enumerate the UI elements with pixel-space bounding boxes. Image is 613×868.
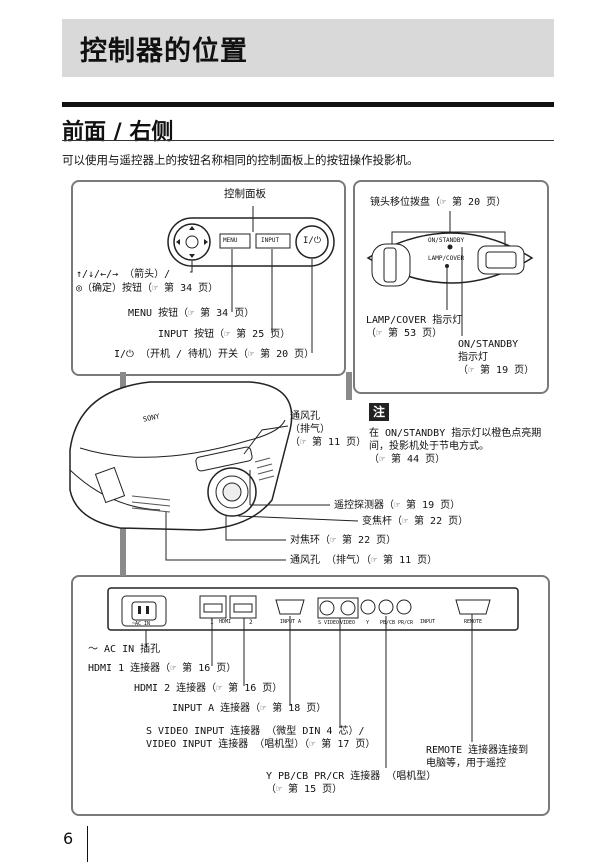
control-panel-drawing	[167, 206, 335, 353]
menu-button-label: MENU 按钮（☞ 第 34 页）	[128, 308, 255, 319]
page-title: 控制器的位置	[80, 36, 248, 67]
title-bar: 控制器的位置	[62, 19, 554, 77]
input-button-label: INPUT 按钮（☞ 第 25 页）	[158, 329, 291, 340]
page-number-rule	[87, 826, 88, 862]
ypbpr-label-2: （☞ 第 15 页）	[266, 784, 343, 795]
svideo-label-2: VIDEO INPUT 连接器 （唱机型）（☞ 第 17 页）	[146, 739, 376, 750]
lamp-indicator-label-1: LAMP/COVER 指示灯	[366, 315, 463, 326]
vent-bottom-label: 通风孔 （排气）（☞ 第 11 页）	[290, 555, 438, 566]
y-marking: Y	[366, 620, 370, 626]
lens-panel-callout	[353, 180, 549, 394]
note-line-3: （☞ 第 44 页）	[369, 454, 446, 465]
lamp-indicator-label-2: （☞ 第 53 页）	[366, 328, 443, 339]
on-indicator-label-1: ON/STANDBY	[458, 339, 519, 350]
page-number: 6	[63, 829, 74, 848]
hdmi2-label: HDMI 2 连接器（☞ 第 16 页）	[134, 683, 283, 694]
vent-top-label-3: （☞ 第 11 页）	[290, 437, 367, 448]
ac-in-marking: ~AC IN	[132, 621, 151, 627]
power-switch-label: I/⏻ （开机 / 待机）开关（☞ 第 20 页）	[114, 349, 315, 360]
vent-top-label-2: （排气）	[290, 424, 330, 435]
input-a-marking: INPUT A	[280, 619, 302, 625]
vent-top-label-1: 通风孔	[290, 411, 320, 422]
remote-sensor-label: 遥控探测器（☞ 第 19 页）	[334, 500, 461, 511]
hdmi2-number: 2	[249, 619, 253, 626]
svideo-marking: S VIDEO	[318, 620, 340, 626]
on-indicator-label-3: （☞ 第 19 页）	[458, 365, 535, 376]
remote-marking: REMOTE	[464, 619, 483, 625]
projector-drawing	[69, 381, 359, 561]
power-key: I/⏻	[303, 236, 321, 246]
arrows-label-1: ↑/↓/←/→ （箭头）/	[76, 269, 171, 280]
lens-shift-dial-label: 镜头移位拨盘（☞ 第 20 页）	[370, 197, 507, 208]
hdmi-marking: HDMI	[219, 619, 232, 625]
pb-marking: PB/CB	[380, 620, 396, 626]
control-panel-header: 控制面板	[224, 188, 266, 200]
arrows-label-2: ◎（确定）按钮（☞ 第 34 页）	[76, 283, 219, 294]
intro-text: 可以使用与遥控器上的按钮名称相同的控制面板上的按钮操作投影机。	[62, 153, 419, 167]
lamp-cover-marking: LAMP/COVER	[428, 255, 465, 262]
input-key: INPUT	[261, 237, 280, 244]
input-a-label: INPUT A 连接器（☞ 第 18 页）	[172, 703, 327, 714]
remote-label-2: 电脑等，用于遥控	[426, 758, 506, 769]
section-underline	[62, 140, 554, 141]
zoom-lever-label: 变焦杆（☞ 第 22 页）	[362, 516, 469, 527]
video-marking: VIDEO	[340, 620, 356, 626]
note-line-2: 间，投影机处于节电方式。	[369, 441, 489, 452]
on-standby-marking: ON/STANDBY	[428, 237, 465, 244]
rear-panel-drawing	[107, 587, 519, 768]
ac-in-label: ～ AC IN 插孔	[88, 644, 161, 655]
note-line-1: 在 ON/STANDBY 指示灯以橙色点亮期	[369, 428, 542, 439]
control-panel-callout	[71, 180, 346, 376]
hdmi1-label: HDMI 1 连接器（☞ 第 16 页）	[88, 663, 237, 674]
focus-ring-label: 对焦环（☞ 第 22 页）	[290, 535, 397, 546]
on-indicator-label-2: 指示灯	[458, 352, 488, 363]
pr-marking: PR/CR	[398, 620, 414, 626]
input-marking: INPUT	[420, 619, 436, 625]
section-rule	[62, 102, 554, 107]
ypbpr-label-1: Y PB/CB PR/CR 连接器 （唱机型）	[266, 771, 437, 782]
lens-panel-drawing	[366, 211, 534, 336]
note-badge: 注	[369, 403, 389, 421]
svideo-label-1: S VIDEO INPUT 连接器 （微型 DIN 4 芯）/	[146, 726, 365, 737]
menu-key: MENU	[223, 237, 238, 244]
remote-label-1: REMOTE 连接器连接到	[426, 745, 529, 756]
hdmi1-number: 1	[210, 619, 214, 626]
